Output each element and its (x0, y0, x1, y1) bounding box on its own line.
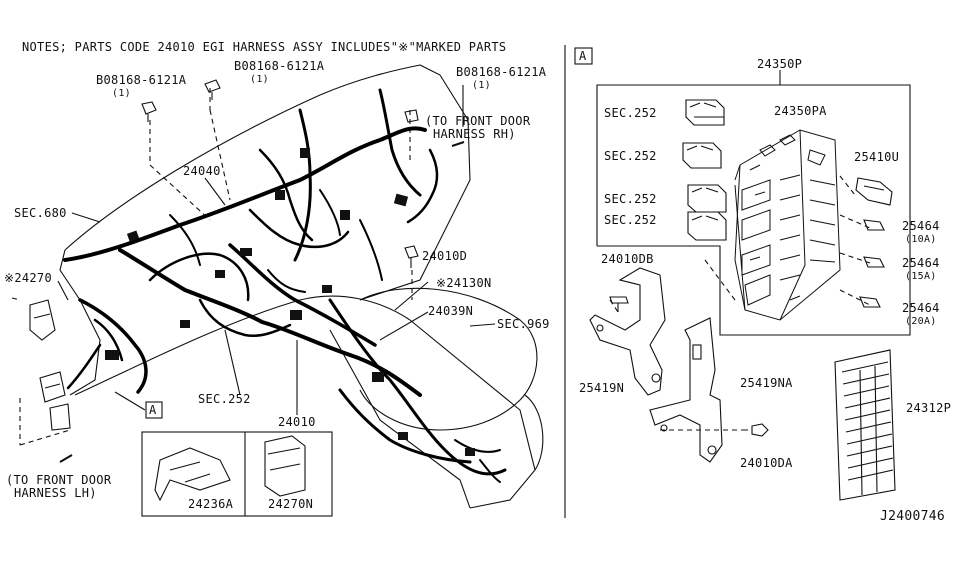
part-24039n-label: 24039N (428, 304, 474, 318)
sec-969-label: SEC.969 (497, 317, 550, 331)
part-25419n-label: 25419N (579, 381, 625, 395)
bolt-24010da (742, 423, 769, 437)
part-24010da-label: 24010DA (740, 456, 793, 470)
to-front-door-lh-line1: (TO FRONT DOOR (6, 473, 112, 487)
part-24130n-label: ※24130N (436, 276, 492, 290)
fuse-20a (859, 296, 881, 308)
part-25410u-label: 25410U (854, 150, 900, 164)
sec-680-label: SEC.680 (14, 206, 67, 220)
harness-connectors (105, 148, 475, 456)
bolt-24010d (404, 245, 419, 268)
bolt-3 (404, 109, 419, 123)
part-24236a-label: 24236A (188, 497, 234, 511)
fuse-block (734, 129, 841, 321)
diagram-id: J2400746 (880, 509, 946, 524)
bolt1-label: B08168-6121A (96, 73, 187, 87)
bolt3-qty: (1) (472, 80, 491, 91)
sec-252-right-1: SEC.252 (604, 106, 657, 120)
sec-252-right-3: SEC.252 (604, 192, 657, 206)
part-24270 (29, 299, 56, 341)
part-24010db-label: 24010DB (601, 252, 654, 266)
to-front-door-lh-line2: HARNESS LH) (14, 486, 97, 500)
bracket-25419na (649, 317, 723, 463)
part-24010-label: 24010 (278, 415, 316, 429)
bolt-2 (204, 79, 221, 100)
sec-252-label: SEC.252 (198, 392, 251, 406)
relay-25410u (855, 177, 893, 206)
dashboard-outline (64, 64, 471, 301)
bracket-25419n (589, 267, 666, 396)
bolt2-label: B08168-6121A (234, 59, 325, 73)
part-24350pa-label: 24350PA (774, 104, 827, 118)
part-24010d-label: 24010D (422, 249, 468, 263)
part-24236a (154, 447, 231, 502)
bolt-1 (141, 101, 157, 122)
label-card-24312p (834, 349, 896, 501)
fuse-20a-rating: (20A) (905, 316, 937, 327)
part-25464-10a-label: 25464 (902, 219, 940, 233)
part-24270n (264, 435, 306, 497)
to-front-door-rh-line1: (TO FRONT DOOR (425, 114, 531, 128)
part-25464-20a-label: 25464 (902, 301, 940, 315)
bolt2-qty: (1) (250, 74, 269, 85)
wiring-harness (63, 88, 507, 483)
fuse-15a-rating: (15A) (905, 271, 937, 282)
to-front-door-rh-line2: HARNESS RH) (433, 127, 516, 141)
bolt3-label: B08168-6121A (456, 65, 547, 79)
relay-connectors (682, 99, 727, 241)
bolt1-qty: (1) (112, 88, 131, 99)
part-24270n-label: 24270N (268, 497, 314, 511)
notes-text: NOTES; PARTS CODE 24010 EGI HARNESS ASSY… (22, 40, 507, 54)
fuse-15a (863, 256, 885, 268)
part-24270-label: ※24270 (4, 271, 52, 285)
center-console (359, 287, 538, 431)
part-25464-15a-label: 25464 (902, 256, 940, 270)
fuse-box-frame (596, 84, 911, 336)
bolt-24010db (609, 296, 629, 312)
view-a-box-left (145, 401, 163, 419)
part-25419na-label: 25419NA (740, 376, 793, 390)
view-a-right-label: A (579, 49, 587, 63)
inset-frame (141, 431, 333, 517)
sec-252-right-2: SEC.252 (604, 149, 657, 163)
view-a-left-label: A (149, 403, 157, 417)
part-24312p-label: 24312P (906, 401, 952, 415)
part-24040-label: 24040 (183, 164, 221, 178)
fuse-10a (863, 219, 885, 231)
view-a-box-right (574, 47, 593, 65)
part-24350p-label: 24350P (757, 57, 803, 71)
sec-252-right-4: SEC.252 (604, 213, 657, 227)
fuse-10a-rating: (10A) (905, 234, 937, 245)
